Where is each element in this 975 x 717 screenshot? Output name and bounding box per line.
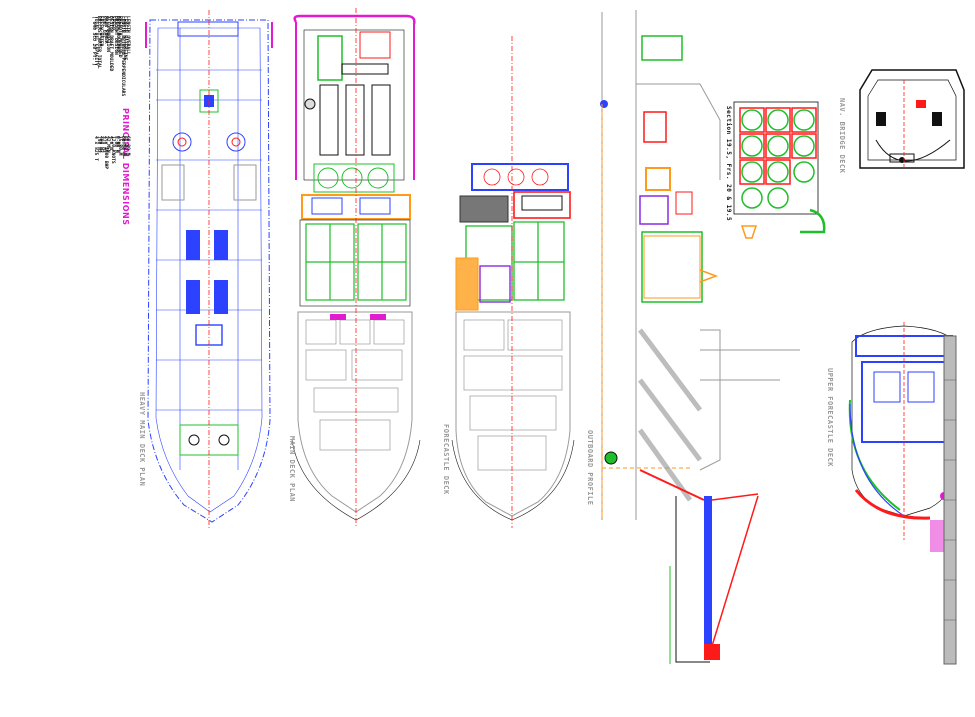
nav-bridge-deck <box>859 69 965 169</box>
label-main-deck: MAIN DECK PLAN <box>288 436 296 503</box>
main-deck-plan <box>291 8 421 528</box>
label-heavy-main-deck: HEAVY MAIN DECK PLAN <box>138 392 146 487</box>
dimension-label: [ 640 SCU 20 FT. ] <box>91 16 96 66</box>
label-section: Section 19.5, Frs. 20 & 19.5 <box>725 106 732 222</box>
label-upper-forecastle-deck: UPPER FORECASTLE DECK <box>826 368 834 468</box>
label-nav-bridge-deck: NAV. BRIDGE DECK <box>838 98 846 174</box>
dimension-row: [ 640 SCU 20 FT. ] <box>91 16 102 206</box>
label-forecastle-deck: FORECASTLE DECK <box>442 424 450 495</box>
tank-section <box>733 101 826 239</box>
forecastle-deck <box>451 36 575 528</box>
heavy-main-deck-plan <box>145 10 273 530</box>
upper-forecastle-deck <box>848 322 957 665</box>
label-outboard-profile: OUTBOARD PROFILE <box>586 430 594 506</box>
outboard-profile <box>600 10 800 664</box>
